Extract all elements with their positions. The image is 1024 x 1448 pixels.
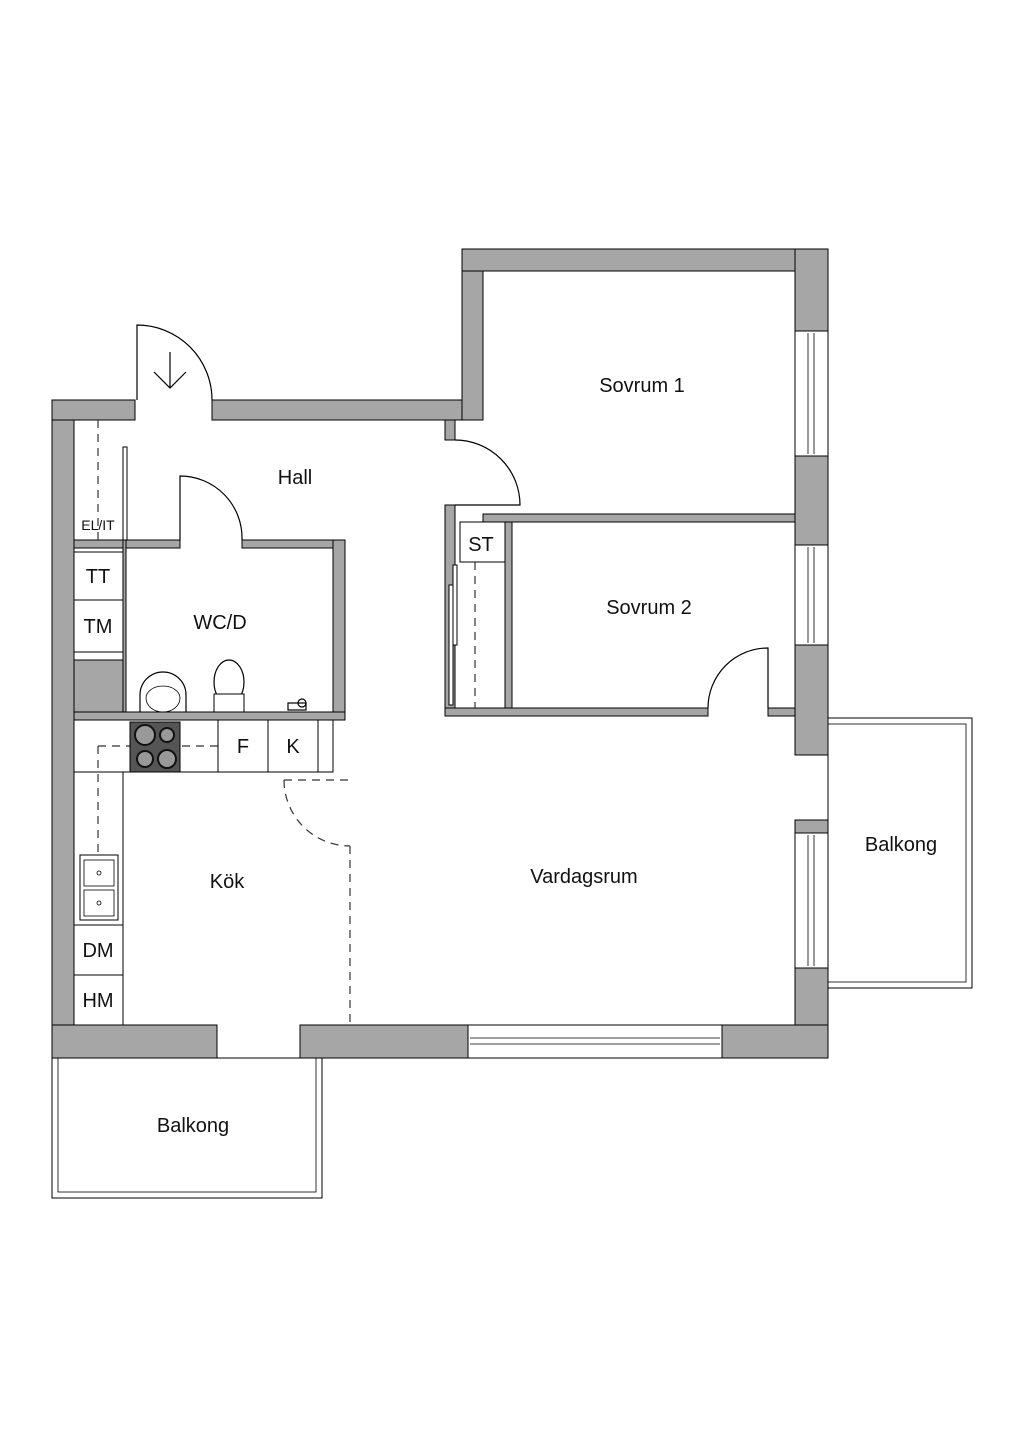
room-label-wc: WC/D (193, 612, 246, 634)
tt-cabinet (73, 551, 124, 601)
entry-arrow-icon (153, 352, 187, 389)
balcony-right (827, 717, 973, 989)
door-wc[interactable] (179, 475, 243, 541)
balcony-bottom (51, 1057, 323, 1199)
dishwasher-dm (73, 924, 124, 976)
tm-cabinet (73, 599, 124, 653)
label-dm: DM (82, 940, 113, 962)
microwave-hm (73, 974, 124, 1026)
stove-icon (129, 721, 181, 773)
st-closet (448, 521, 506, 708)
freezer-k (267, 719, 319, 773)
room-label-balkong-bottom: Balkong (157, 1115, 229, 1137)
room-label-balkong-right: Balkong (865, 834, 937, 856)
door-kitchen[interactable] (283, 779, 352, 1025)
label-f: F (237, 736, 249, 758)
el-it-closet (97, 420, 128, 541)
room-label-sovrum-1: Sovrum 1 (599, 375, 685, 397)
label-tt: TT (86, 566, 110, 588)
label-hm: HM (82, 990, 113, 1012)
faucet-icon (287, 698, 307, 711)
label-k: K (286, 736, 300, 758)
toilet-icon (213, 659, 245, 713)
room-label-vardagsrum: Vardagsrum (530, 866, 637, 888)
windows (467, 330, 829, 1059)
label-tm: TM (84, 616, 113, 638)
entrance-door[interactable] (136, 324, 213, 401)
room-label-hall: Hall (278, 467, 312, 489)
room-label-sovrum-2: Sovrum 2 (606, 597, 692, 619)
label-st: ST (468, 534, 494, 556)
door-sovrum1[interactable] (454, 439, 521, 506)
sink-icon (139, 671, 187, 713)
walls (51, 248, 829, 1059)
label-el-it: EL/IT (81, 517, 115, 533)
room-label-kok: Kök (210, 871, 245, 893)
kitchen-sink-icon (79, 854, 119, 921)
door-sovrum2[interactable] (707, 647, 769, 709)
